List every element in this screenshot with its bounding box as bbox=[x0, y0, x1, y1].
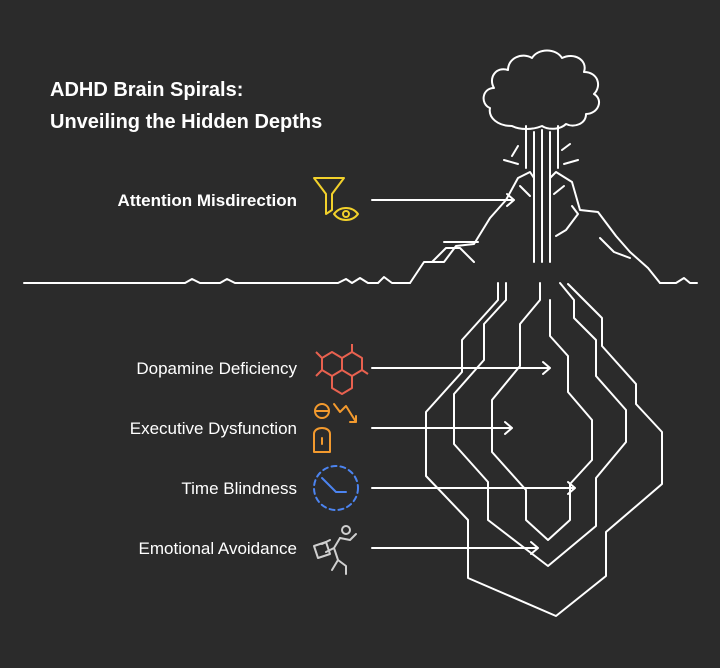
volcano-vent bbox=[533, 131, 551, 263]
pointer-arrows bbox=[371, 193, 576, 555]
label-emotional-avoidance: Emotional Avoidance bbox=[139, 539, 297, 558]
page-title: ADHD Brain Spirals: Unveiling the Hidden… bbox=[50, 74, 322, 138]
funnel-eye-icon bbox=[313, 177, 359, 221]
eruption-sparks bbox=[503, 143, 579, 165]
arrow-dopamine bbox=[371, 361, 551, 375]
clock-icon bbox=[313, 465, 359, 511]
title-line-1: ADHD Brain Spirals: bbox=[50, 79, 244, 101]
outer-spiral bbox=[425, 282, 663, 617]
label-dopamine-deficiency: Dopamine Deficiency bbox=[136, 359, 297, 378]
person-downtrend-icon bbox=[313, 403, 357, 453]
eruption-column bbox=[525, 125, 559, 169]
arrow-time bbox=[371, 481, 576, 495]
volcano-mountain bbox=[409, 171, 661, 284]
title-line-2: Unveiling the Hidden Depths bbox=[50, 111, 323, 133]
eruption-cloud bbox=[482, 49, 601, 130]
core-spiral bbox=[491, 282, 593, 541]
crater-rim bbox=[519, 185, 565, 197]
mountain-ridge-right bbox=[555, 205, 631, 259]
label-executive-dysfunction: Executive Dysfunction bbox=[130, 419, 297, 438]
arrow-emotional bbox=[371, 541, 539, 555]
label-time-blindness: Time Blindness bbox=[181, 479, 297, 498]
molecule-icon bbox=[315, 344, 369, 395]
inner-spiral bbox=[453, 282, 627, 567]
ground-line bbox=[23, 276, 698, 284]
running-person-icon bbox=[313, 525, 357, 575]
arrow-executive bbox=[371, 421, 513, 435]
arrow-attention bbox=[371, 193, 515, 207]
mountain-ridge-left bbox=[431, 241, 479, 263]
label-attention-misdirection: Attention Misdirection bbox=[118, 191, 297, 210]
